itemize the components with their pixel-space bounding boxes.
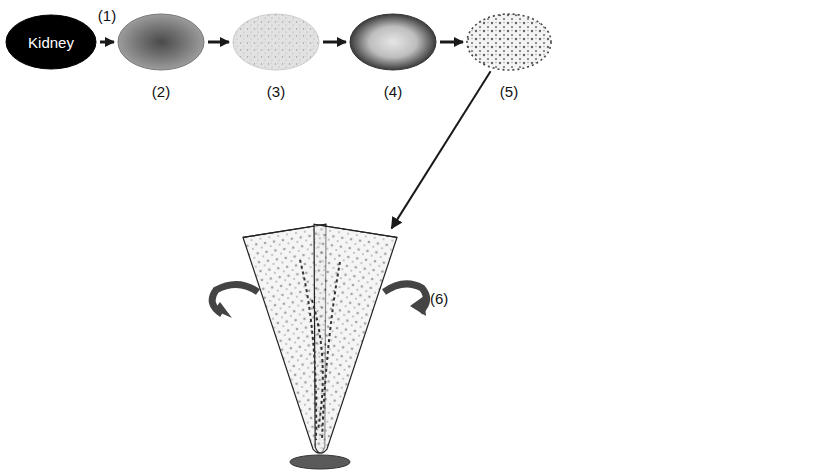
rotation-arrows xyxy=(212,284,426,318)
sample-ellipse: (3) xyxy=(232,13,320,71)
step-number: (1) xyxy=(96,7,118,24)
step-number: (5) xyxy=(500,83,518,100)
ellipse-outline xyxy=(117,13,205,71)
ellipse xyxy=(6,15,96,69)
centrifuge-tube-group: (6) xyxy=(250,222,390,462)
flow-arrow xyxy=(208,41,229,44)
ellipse-outline xyxy=(349,13,437,71)
ellipse xyxy=(118,14,204,70)
tube xyxy=(279,224,397,459)
flow-arrow xyxy=(323,41,346,44)
step-number: (3) xyxy=(267,83,285,100)
ellipse xyxy=(467,14,551,70)
ellipse-outline xyxy=(232,13,320,71)
pellet-dish xyxy=(290,455,350,469)
rotation-arrowhead xyxy=(214,302,232,318)
centrifuge-tubes xyxy=(243,224,397,469)
flow-arrow xyxy=(392,71,491,228)
kidney-ellipse: Kidney xyxy=(5,14,97,70)
step-number: (2) xyxy=(152,83,170,100)
sample-ellipse: (2) xyxy=(117,13,205,71)
step-number: (6) xyxy=(430,290,448,307)
cell-streak xyxy=(300,260,340,440)
flow-arrow xyxy=(100,41,114,44)
ellipse xyxy=(233,14,319,70)
ellipse xyxy=(350,14,436,70)
sample-ellipse: (5) xyxy=(466,13,552,71)
ellipse-outline xyxy=(466,13,552,71)
rotation-arrowhead xyxy=(410,296,426,316)
tube-rim xyxy=(314,224,397,237)
step-number: (4) xyxy=(384,83,402,100)
flow-arrow xyxy=(440,41,463,44)
sample-ellipse: (4) xyxy=(349,13,437,71)
organ-label: Kidney xyxy=(28,34,74,51)
